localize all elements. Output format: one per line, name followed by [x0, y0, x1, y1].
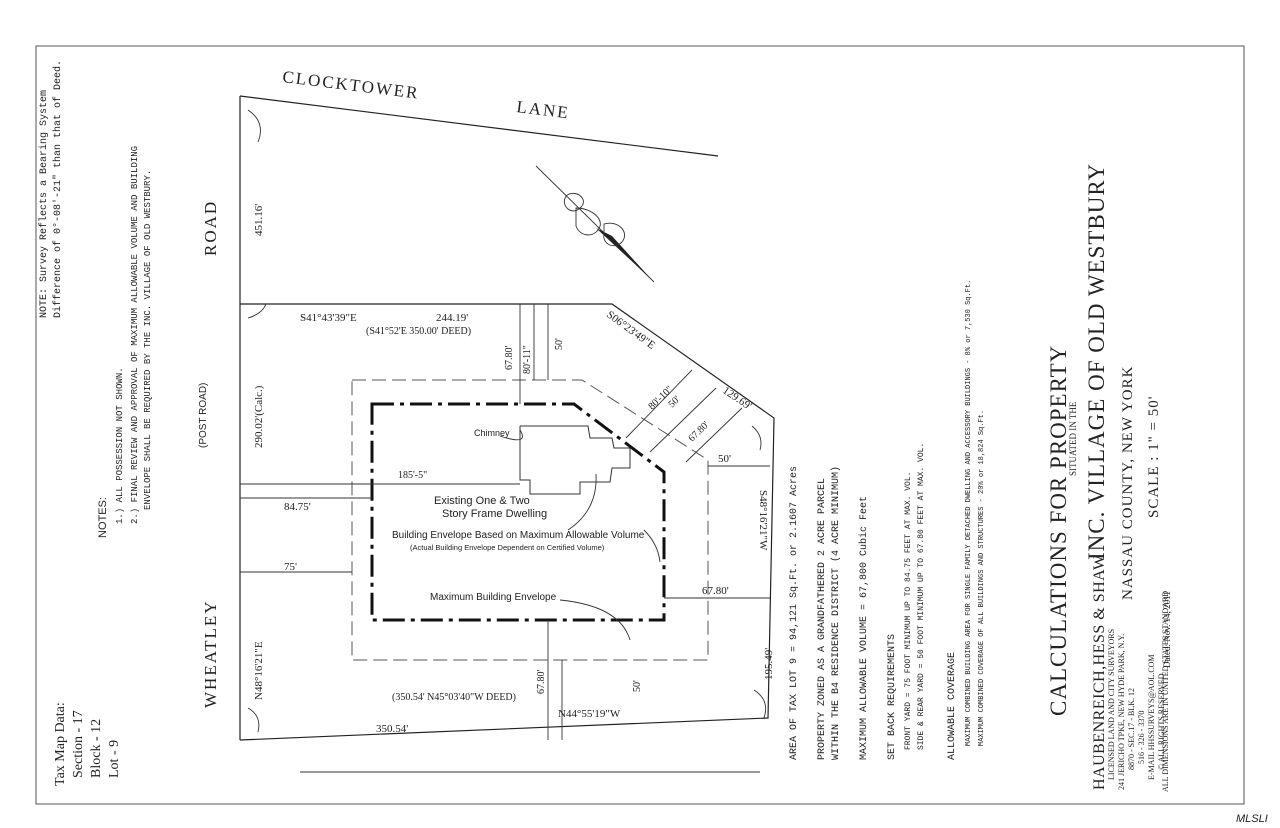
property-boundary: [239, 95, 775, 773]
tax-map-block: Block - 12: [89, 719, 104, 778]
house-185: 185'-5": [398, 470, 427, 481]
dim-6780-top: 67.80': [504, 346, 515, 371]
east-bearing: S48°16'21"W: [757, 490, 769, 551]
firm-phone: 516 - 326 - 3370: [1137, 711, 1146, 764]
dwelling-label-2: Story Frame Dwelling: [442, 508, 547, 520]
calc-coverage-head: ALLOWABLE COVERAGE: [947, 652, 958, 760]
title-main: CALCULATIONS FOR PROPERTY: [1046, 345, 1071, 716]
existing-dwelling: [519, 425, 631, 495]
title-county: NASSAU COUNTY, NEW YORK: [1120, 366, 1136, 600]
envelope-label-2: (Actual Building Envelope Dependent on C…: [410, 543, 605, 552]
max-building-envelope: [351, 379, 709, 661]
firm-address: 241 JERICHO TPKE, NEW HYDE PARK, N.Y.: [1117, 634, 1126, 790]
street-clocktower: CLOCKTOWER: [282, 67, 421, 103]
top-length: 244.19': [436, 312, 468, 324]
notes-item2a: 2.) FINAL REVIEW AND APPROVAL OF MAXIMUM…: [130, 146, 140, 524]
chimney-label: Chimney: [474, 428, 510, 438]
ne-length: 129.69': [720, 385, 753, 413]
bottom-deed: (350.54' N45°03'40"W DEED): [392, 692, 516, 703]
dim-50-east: 50': [718, 453, 731, 465]
envelope-label-1: Building Envelope Based on Maximum Allow…: [392, 530, 645, 541]
firm-dated: Dated: Nov. 14, 2011: [1162, 591, 1172, 668]
title-situated: SITUATED IN THE: [1068, 401, 1078, 476]
calc-setback1: FRONT YARD = 75 FOOT MINIMUM UP TO 84.75…: [904, 472, 913, 750]
firm-email: E-MAIL HHSSURVEYS@AOL.COM: [1147, 654, 1156, 780]
firm-ref: 8870 - SEC.17 - BLK. 12: [1127, 688, 1136, 770]
building-envelope: [370, 402, 666, 622]
dim-50-top: 50': [554, 338, 565, 350]
top-deed: (S41°52'E 350.00' DEED): [366, 326, 471, 337]
calc-coverage1: MAXIMUM COMBINED BUILDING AREA FOR SINGL…: [965, 280, 973, 746]
west-bearing: N48°16'21"E: [253, 641, 265, 700]
firm-block: HAUBENREICH,HESS & SHAW LICENSED LAND AN…: [1091, 554, 1172, 790]
title-village: INC. VILLAGE OF OLD WESTBURY: [1084, 163, 1109, 560]
calc-zoned1: PROPERTY ZONED AS A GRANDFATHERED 2 ACRE…: [817, 478, 828, 760]
calc-zoned2: WITHIN THE B4 RESIDENCE DISTRICT (4 ACRE…: [830, 466, 842, 760]
title-standard: ALL DIMENSIONS ARE IN UNITED STATES STAN…: [1161, 591, 1170, 792]
dim-6780-east: 67.80': [702, 585, 729, 597]
east-length: 195.49': [763, 648, 775, 680]
firm-name: HAUBENREICH,HESS & SHAW: [1091, 554, 1108, 790]
notes-item2b: ENVELOPE SHALL BE REQUIRED BY THE INC. V…: [143, 170, 153, 510]
bearing-note-line1: NOTE: Survey Reflects a Bearing System: [38, 90, 50, 318]
street-lane: LANE: [516, 97, 571, 122]
west-calc: 290.02'(Calc.): [253, 385, 265, 448]
bottom-bearing: N44°55'19"W: [558, 708, 621, 720]
north-arrow-icon: [535, 165, 655, 283]
dim-50-bottom: 50': [632, 680, 643, 692]
notes-item1: 1.) ALL POSSESSION NOT SHOWN.: [115, 367, 125, 524]
bottom-length: 350.54': [376, 723, 408, 735]
notes-heading: NOTES:: [97, 497, 109, 538]
calc-area: AREA OF TAX LOT 9 = 94,121 Sq.Ft. or 2.1…: [789, 466, 800, 760]
calculations: AREA OF TAX LOT 9 = 94,121 Sq.Ft. or 2.1…: [789, 280, 986, 760]
page-border: [35, 45, 1245, 805]
max-envelope-label: Maximum Building Envelope: [430, 592, 557, 603]
tax-map-title: Tax Map Data:: [53, 702, 68, 786]
title-block: CALCULATIONS FOR PROPERTY SITUATED IN TH…: [1046, 163, 1170, 792]
front-84: 84.75': [284, 501, 311, 513]
tax-map-lot: Lot - 9: [107, 740, 122, 778]
title-scale: SCALE : 1" = 50': [1146, 396, 1162, 518]
firm-rights: © ALL RIGHTS RESERVED: [1157, 673, 1166, 770]
bearing-note-line2: Difference of 0°-08'-21" than that of De…: [52, 60, 64, 318]
calc-setback-head: SET BACK REQUIREMENTS: [887, 634, 898, 760]
dim-6780-bottom: 67.80': [536, 670, 547, 695]
top-bearing: S41°43'39"E: [300, 312, 357, 324]
tax-map-section: Section - 17: [71, 710, 86, 778]
calc-coverage2: MAXIMUM COMBINED COVERAGE OF ALL BUILDIN…: [978, 410, 986, 746]
dimension-lines: [240, 304, 770, 740]
street-post-road: (POST ROAD): [198, 383, 209, 448]
front-75: 75': [284, 561, 297, 573]
street-road: ROAD: [201, 200, 220, 256]
watermark: MLSLI: [1236, 813, 1268, 825]
street-wheatley: WHEATLEY: [201, 599, 220, 708]
north-line-length: 451.16': [253, 204, 265, 236]
dwelling-label-1: Existing One & Two: [434, 495, 530, 507]
firm-licensed: LICENSED LAND AND CITY SURVEYORS: [1107, 629, 1116, 780]
calc-volume: MAXIMUM ALLOWABLE VOLUME = 67,800 Cubic …: [858, 496, 870, 760]
calc-setback2: SIDE & REAR YARD = 50 FOOT MINIMUM UP TO…: [917, 443, 926, 750]
corner-arrows: [247, 109, 767, 733]
dim-80-11: 80'-11": [522, 345, 533, 374]
